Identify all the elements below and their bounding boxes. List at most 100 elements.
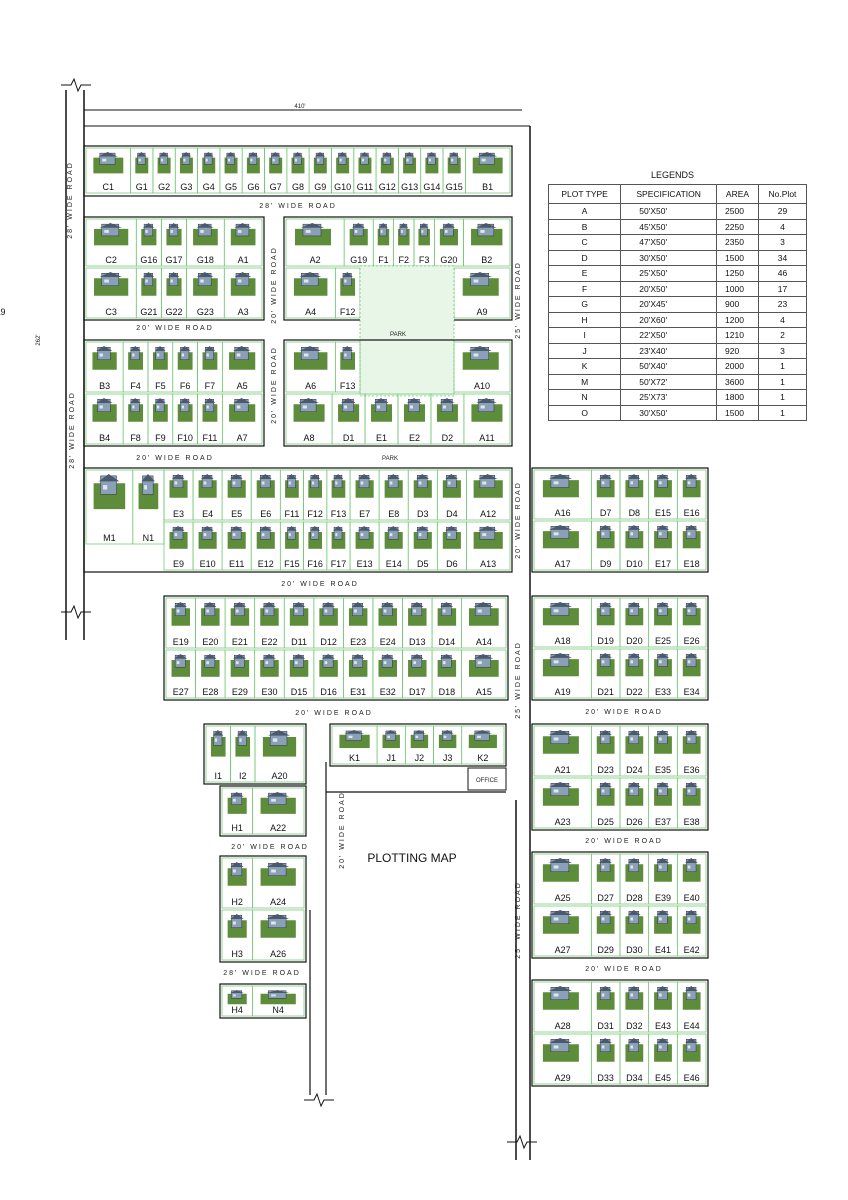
plot[interactable]: A12: [466, 469, 511, 521]
plot[interactable]: F13: [334, 341, 361, 393]
dim-left: 262': [36, 334, 42, 345]
plot-id: D14: [439, 637, 456, 647]
plot[interactable]: E36: [676, 725, 707, 777]
house-icon: [472, 152, 503, 174]
block-right3: [531, 723, 709, 831]
plot-id: F10: [177, 433, 193, 443]
legend-cell-type: O: [547, 404, 622, 421]
plot-id: A29: [555, 1073, 571, 1083]
plot-id: E37: [655, 817, 671, 827]
plot-id: E23: [350, 637, 366, 647]
plot-id: A2: [310, 255, 321, 265]
house-icon: [166, 272, 182, 296]
plot-id: G5: [225, 182, 237, 192]
legend-cell-type: N: [547, 389, 622, 406]
plot-id: F15: [284, 559, 300, 569]
house-icon: [625, 474, 644, 498]
plot[interactable]: E18: [676, 520, 707, 571]
plot[interactable]: E34: [676, 648, 707, 699]
house-icon: [179, 152, 193, 174]
legend-cell-count: 23: [757, 296, 808, 313]
plot[interactable]: A26: [252, 909, 305, 961]
house-icon: [542, 525, 579, 549]
plot[interactable]: E46: [676, 1033, 707, 1085]
plot[interactable]: E44: [676, 981, 707, 1033]
house-icon: [291, 152, 305, 174]
plot[interactable]: A10: [453, 341, 511, 393]
plot-id: D32: [626, 1021, 643, 1031]
plot[interactable]: E38: [676, 777, 707, 829]
plot[interactable]: A5: [221, 341, 263, 393]
plot-id: A25: [555, 893, 571, 903]
legend-cell-count: 4: [757, 311, 808, 328]
legend-cell-type: H: [547, 311, 622, 328]
plot[interactable]: B1: [465, 147, 511, 194]
plot-id: A9: [476, 307, 487, 317]
road-label-20-vertical-3: 20' WIDE ROAD: [515, 481, 522, 559]
house-icon: [141, 272, 157, 296]
plot[interactable]: A1: [223, 218, 263, 267]
house-icon: [468, 730, 497, 749]
legend-cell-area: 1200: [716, 311, 759, 328]
plot[interactable]: K2: [461, 725, 505, 765]
plot-id: K1: [349, 753, 360, 763]
legend-cell-area: 2000: [716, 358, 759, 375]
plot[interactable]: A20: [254, 725, 305, 783]
plot[interactable]: E26: [676, 597, 707, 648]
house-icon: [542, 986, 579, 1010]
plot-id: D23: [597, 765, 614, 775]
house-icon: [682, 782, 701, 806]
block-c: [83, 339, 265, 447]
house-icon: [227, 474, 246, 498]
road-label-28-vertical: 28' WIDE ROAD: [67, 161, 74, 239]
house-icon: [468, 654, 499, 677]
plot[interactable]: A7: [221, 393, 263, 445]
house-icon: [542, 653, 579, 677]
plot[interactable]: A24: [252, 857, 305, 909]
house-icon: [654, 474, 672, 498]
house-icon: [596, 653, 615, 677]
house-icon: [682, 986, 701, 1010]
plot[interactable]: A13: [466, 521, 511, 571]
house-icon: [201, 654, 220, 677]
plot[interactable]: E42: [676, 905, 707, 957]
legend-cell-spec: 20'X60': [620, 311, 718, 328]
house-icon: [542, 730, 579, 754]
plot[interactable]: A3: [223, 267, 263, 319]
house-icon: [596, 602, 615, 626]
plot-id: G1: [136, 182, 148, 192]
plot[interactable]: E40: [676, 853, 707, 905]
plot-id: J1: [386, 753, 396, 763]
plot[interactable]: A11: [463, 393, 511, 445]
plot[interactable]: A22: [252, 787, 305, 835]
plot-id: G14: [423, 182, 440, 192]
plot[interactable]: A9: [0, 307, 6, 317]
plot[interactable]: A14: [461, 597, 507, 649]
plot[interactable]: N4: [252, 985, 305, 1017]
plot[interactable]: A15: [461, 649, 507, 699]
house-icon: [377, 223, 390, 246]
house-icon: [157, 152, 171, 174]
legend-cell-count: 1: [757, 373, 808, 390]
house-icon: [260, 990, 296, 1005]
plot-id: D15: [291, 687, 308, 697]
plot-id: E42: [684, 945, 700, 955]
house-icon: [438, 730, 457, 749]
house-icon: [378, 654, 397, 677]
block-right1: [531, 467, 709, 573]
house-icon: [654, 525, 672, 549]
plot-id: E34: [684, 687, 700, 697]
house-icon: [94, 272, 129, 296]
house-icon: [331, 526, 346, 549]
plot-id: E44: [684, 1021, 700, 1031]
legend-cell-count: 1: [757, 404, 808, 421]
plot[interactable]: E16: [676, 469, 707, 520]
plot[interactable]: B2: [463, 218, 511, 267]
house-icon: [308, 526, 323, 549]
house-icon: [654, 653, 672, 677]
house-icon: [289, 654, 309, 677]
